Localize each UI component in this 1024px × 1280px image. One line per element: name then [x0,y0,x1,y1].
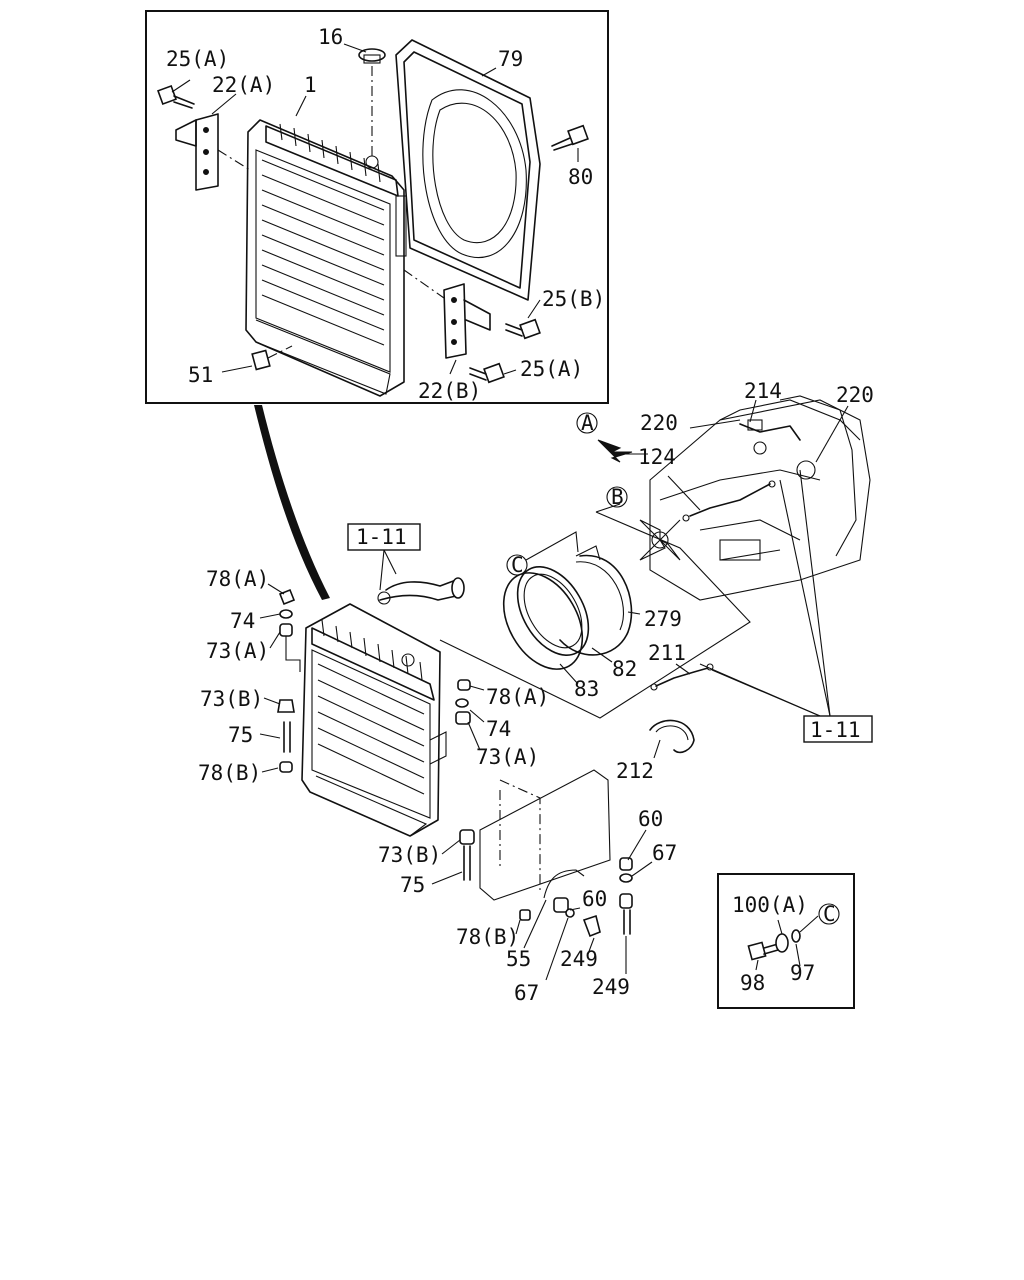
callout-78a-left: 78(A) [206,567,269,591]
callout-124: 124 [638,445,676,469]
hose-211 [655,667,709,687]
callout-214: 214 [744,379,782,403]
lower-frame [479,769,611,901]
callout-212: 212 [616,759,654,783]
callout-25b: 25(B) [542,287,605,311]
callout-60-lower: 60 [582,887,607,911]
callout-82: 82 [612,657,637,681]
mount-stack-center [455,679,531,921]
callout-16: 16 [318,25,343,49]
upper-hose [377,577,465,605]
detail-marker-c: C [823,902,836,926]
callout-73b-center: 73(B) [378,843,441,867]
callout-97: 97 [790,961,815,985]
view-c-circle [506,554,528,576]
view-marker-c: C [511,553,524,577]
callout-74-left: 74 [230,609,255,633]
callout-220-right: 220 [836,383,874,407]
callout-25a-top: 25(A) [166,47,229,71]
callout-1: 1 [304,73,317,97]
ref-box-1-11-right: 1-11 [803,715,873,743]
engine-block [639,395,871,601]
callout-55: 55 [506,947,531,971]
view-marker-b: B [611,485,624,509]
upper-inset: 16 79 25(A) 22(A) 1 80 25(B) 25(A) 22(B)… [145,10,609,404]
callout-220-left: 220 [640,411,678,435]
callout-75-center: 75 [400,873,425,897]
radiator-cap [358,48,386,156]
mount-stack-left [277,588,301,773]
callout-25a-lower: 25(A) [520,357,583,381]
callout-98: 98 [740,971,765,995]
callout-67-lower: 67 [514,981,539,1005]
callout-100a: 100(A) [732,893,808,917]
callout-74-center: 74 [486,717,511,741]
drain-plug [251,345,293,371]
svg-text:1-11: 1-11 [810,718,861,742]
bolt-25a-top [157,85,195,109]
callout-79: 79 [498,47,523,71]
ref-box-1-11-left: 1-11 [347,523,421,591]
callout-22b: 22(B) [418,379,481,403]
callout-78b-center: 78(B) [456,925,519,949]
clamp-212 [649,719,695,754]
callout-249-left: 249 [560,947,598,971]
callout-73a-center: 73(A) [476,745,539,769]
bracket-22a [175,113,251,191]
callout-78b-left: 78(B) [198,761,261,785]
main-assembly: A B C [198,379,874,1005]
view-b-circle [606,486,628,508]
callout-51: 51 [188,363,213,387]
callout-249-right: 249 [592,975,630,999]
fan-ring [502,545,633,670]
callout-80: 80 [568,165,593,189]
callout-60-right: 60 [638,807,663,831]
inset-frame [145,10,609,404]
radiator-inset [245,119,407,397]
callout-67-right: 67 [652,841,677,865]
callout-78a-center: 78(A) [486,685,549,709]
view-a-arrow: A [576,411,633,463]
detail-frame [717,873,855,1009]
fan-shroud [395,39,541,301]
fittings-right [553,857,633,938]
callout-83: 83 [574,677,599,701]
bolt-25a-lower [469,362,505,384]
radiator-main [301,603,447,837]
svg-text:1-11: 1-11 [356,525,407,549]
view-marker-a: A [581,411,594,435]
detail-c-inset: C 100(A) 98 97 [717,873,855,1009]
bracket-22b [403,269,491,359]
callout-73b-left: 73(B) [200,687,263,711]
callout-22a: 22(A) [212,73,275,97]
callout-75-left: 75 [228,723,253,747]
callout-73a-left: 73(A) [206,639,269,663]
bolt-80 [551,124,589,151]
callout-211: 211 [648,641,686,665]
bolt-25b [505,318,541,340]
callout-279: 279 [644,607,682,631]
inset-connector [254,405,330,600]
